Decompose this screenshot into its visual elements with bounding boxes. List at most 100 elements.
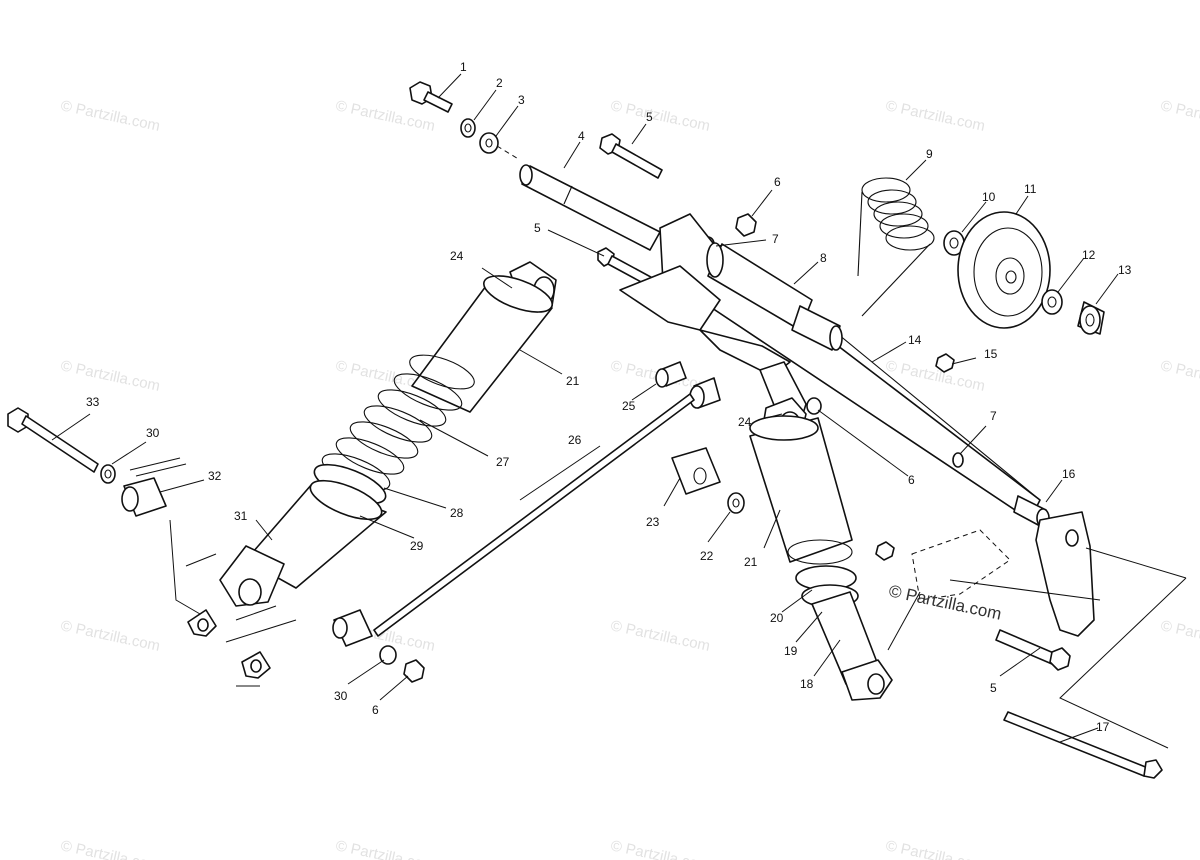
callout-16: 16 — [1062, 467, 1076, 481]
rod-guide-line — [1059, 577, 1187, 749]
part-mount-bracket-left — [187, 609, 297, 687]
part-nut-6 — [735, 213, 757, 237]
callout-15: 15 — [984, 347, 998, 361]
watermark-layer: © Partzilla.com © Partzilla.com © Partzi… — [59, 97, 1200, 860]
watermark: © Partzilla.com — [609, 97, 711, 135]
part-washer-7b — [806, 397, 822, 415]
part-nut-6b — [875, 541, 895, 561]
callout-14: 14 — [908, 333, 922, 347]
part-washer-30 — [100, 464, 116, 484]
watermark: © Partzilla.com — [1159, 97, 1200, 135]
part-washer-12 — [1041, 289, 1063, 315]
callout-2: 2 — [496, 76, 503, 90]
callout-28: 28 — [450, 506, 464, 520]
callout-23: 23 — [646, 515, 660, 529]
watermark: © Partzilla.com — [609, 617, 711, 655]
part-rear-mount-bracket — [911, 511, 1101, 637]
part-shock-reservoir-21 — [409, 275, 553, 413]
part-bolt-33 — [7, 407, 99, 473]
callout-18: 18 — [800, 677, 814, 691]
callout-24: 24 — [450, 249, 464, 263]
callout-1: 1 — [460, 60, 467, 74]
callout-26: 26 — [568, 433, 582, 447]
rod-guide-line — [1085, 547, 1187, 579]
part-rod-end-bushing — [332, 609, 373, 647]
callout-11: 11 — [1024, 182, 1037, 196]
callout-7: 7 — [772, 232, 779, 246]
callout-10: 10 — [982, 190, 996, 204]
callout-25: 25 — [622, 399, 636, 413]
callout-5: 5 — [646, 110, 653, 124]
watermark: © Partzilla.com — [334, 837, 436, 860]
guide-line — [129, 457, 187, 477]
callout-3: 3 — [518, 93, 525, 107]
watermark: © Partzilla.com — [59, 617, 161, 655]
part-bolt-5 — [599, 133, 663, 179]
part-washer-2 — [460, 118, 476, 138]
callout-21-second: 21 — [744, 555, 758, 569]
callout-6-third: 6 — [372, 703, 379, 717]
part-long-rod-17 — [1003, 711, 1163, 779]
callout-33: 33 — [86, 395, 100, 409]
watermark: © Partzilla.com — [1159, 617, 1200, 655]
callout-17: 17 — [1096, 720, 1110, 734]
part-washer-22 — [727, 492, 745, 514]
part-shock-eye-31 — [219, 545, 285, 607]
callout-29: 29 — [410, 539, 424, 553]
part-block-23 — [671, 447, 721, 495]
callout-27: 27 — [496, 455, 510, 469]
part-cylinder-8 — [706, 242, 843, 351]
callout-5-second: 5 — [534, 221, 541, 235]
callout-31: 31 — [234, 509, 248, 523]
part-washer-10 — [943, 230, 965, 256]
callout-6-second: 6 — [908, 473, 915, 487]
callout-labels: 1 2 3 4 5 6 7 8 9 10 11 12 13 14 15 16 1… — [86, 60, 1132, 734]
part-shock-body-21b — [749, 415, 853, 565]
watermark: © Partzilla.com — [1159, 357, 1200, 395]
callout-9: 9 — [926, 147, 933, 161]
callout-32: 32 — [208, 469, 222, 483]
callout-12: 12 — [1082, 248, 1096, 262]
part-bolt-1 — [409, 81, 453, 113]
axis-line — [496, 145, 521, 161]
part-washer-30b — [379, 645, 397, 665]
part-coil-spring-27 — [321, 373, 463, 491]
watermark: © Partzilla.com — [59, 357, 161, 395]
part-shock-eye-18 — [841, 659, 893, 701]
credit-text: © Partzilla.com — [887, 581, 1003, 623]
part-idler-wheel-11 — [957, 211, 1051, 329]
part-nut-15 — [935, 353, 955, 373]
callout-30-second: 30 — [334, 689, 348, 703]
part-tie-rod-26 — [373, 393, 695, 637]
part-pivot-shaft-4 — [519, 164, 661, 251]
watermark: © Partzilla.com — [609, 837, 711, 860]
callout-13: 13 — [1118, 263, 1132, 277]
part-bushing-25 — [655, 361, 687, 388]
part-nut-6c — [403, 659, 425, 683]
part-spacer-13 — [1077, 301, 1105, 335]
watermark: © Partzilla.com — [59, 97, 161, 135]
callout-20: 20 — [770, 611, 784, 625]
callout-4: 4 — [578, 129, 585, 143]
guide-line — [169, 519, 277, 621]
callout-30: 30 — [146, 426, 160, 440]
callout-7-second: 7 — [990, 409, 997, 423]
callout-21: 21 — [566, 374, 580, 388]
part-bushing-32 — [121, 477, 167, 517]
watermark: © Partzilla.com — [884, 357, 986, 395]
watermark: © Partzilla.com — [884, 837, 986, 860]
part-washer-3 — [479, 132, 499, 154]
leader-lines — [51, 73, 1119, 743]
part-bolt-5c — [995, 629, 1071, 671]
callout-19: 19 — [784, 644, 798, 658]
watermark: © Partzilla.com — [59, 837, 161, 860]
part-torsion-spring-9 — [857, 177, 935, 317]
callout-5-third: 5 — [990, 681, 997, 695]
callout-22: 22 — [700, 549, 714, 563]
callout-8: 8 — [820, 251, 827, 265]
callout-24-second: 24 — [738, 415, 752, 429]
watermark: © Partzilla.com — [884, 97, 986, 135]
callout-6: 6 — [774, 175, 781, 189]
